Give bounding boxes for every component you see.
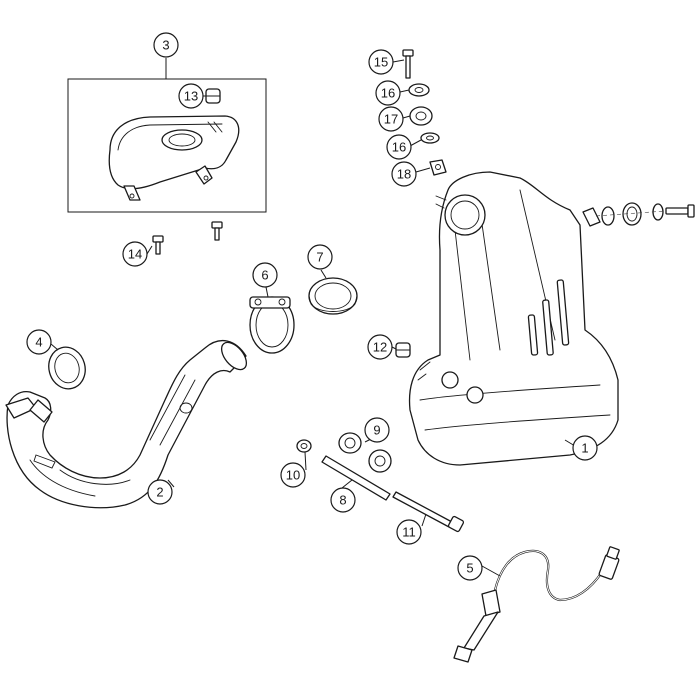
gasket-4[interactable] [44, 343, 90, 393]
callout-1: 1 [572, 435, 598, 461]
callout-12-label: 12 [373, 340, 387, 355]
plug-12[interactable] [395, 342, 411, 358]
callout-12: 12 [367, 334, 393, 360]
callout-14-label: 14 [128, 247, 142, 262]
clamp-6[interactable] [249, 286, 295, 354]
sleeve-7[interactable] [308, 269, 358, 315]
callout-8: 8 [330, 487, 356, 513]
callout-4-label: 4 [35, 335, 42, 350]
callout-14: 14 [122, 241, 148, 267]
callout-7: 7 [307, 244, 333, 270]
screw-14-pair[interactable] [146, 221, 223, 255]
rubber-grommet-13[interactable] [205, 88, 221, 104]
exhaust-manifold-2[interactable] [5, 338, 251, 509]
callout-18: 18 [391, 161, 417, 187]
callout-15: 15 [368, 49, 394, 75]
callout-2: 2 [147, 479, 173, 505]
callout-3-label: 3 [162, 38, 169, 53]
callout-16-upper: 16 [375, 80, 401, 106]
mounting-bolt-set[interactable] [582, 202, 695, 227]
callout-6: 6 [252, 262, 278, 288]
callout-8-label: 8 [339, 493, 346, 508]
oxygen-sensor-5[interactable] [453, 546, 620, 663]
heat-shield[interactable] [108, 115, 240, 201]
callout-17: 17 [378, 106, 404, 132]
callout-10: 10 [280, 462, 306, 488]
callout-16-lower-label: 16 [392, 140, 406, 155]
callout-18-label: 18 [397, 167, 411, 182]
callout-2-label: 2 [156, 485, 163, 500]
callout-5: 5 [457, 555, 483, 581]
callout-17-label: 17 [384, 112, 398, 127]
callout-13: 13 [178, 83, 204, 109]
callout-5-label: 5 [466, 561, 473, 576]
callout-16-upper-label: 16 [381, 86, 395, 101]
nut-10[interactable] [296, 439, 312, 453]
bushing-9[interactable] [338, 432, 392, 473]
callout-11-label: 11 [402, 525, 416, 540]
callout-10-label: 10 [286, 468, 300, 483]
heat-shield-group [67, 58, 267, 213]
callout-6-label: 6 [261, 268, 268, 283]
callout-1-label: 1 [581, 441, 588, 456]
spacer-tube-8[interactable] [321, 455, 391, 501]
callout-4: 4 [26, 329, 52, 355]
callout-3: 3 [153, 32, 179, 58]
silencer-1[interactable] [408, 171, 619, 466]
callout-13-label: 13 [184, 89, 198, 104]
fastener-stack[interactable] [402, 49, 447, 176]
callout-9-label: 9 [373, 423, 380, 438]
callout-16-lower: 16 [386, 134, 412, 160]
callout-9: 9 [364, 417, 390, 443]
heat-shield-assembly-box [67, 78, 267, 213]
callout-7-label: 7 [316, 250, 323, 265]
callout-11: 11 [396, 519, 422, 545]
bolt-11[interactable] [392, 491, 465, 533]
callout-15-label: 15 [374, 55, 388, 70]
